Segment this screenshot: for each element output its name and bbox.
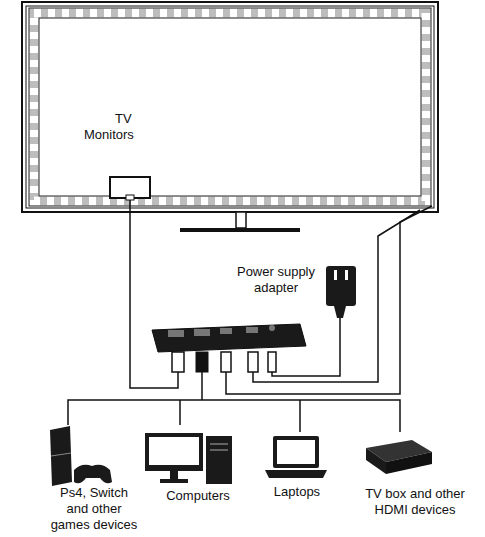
device-label: Computers [150,488,246,504]
console-seam [51,453,71,456]
laptop-lid [273,436,319,468]
power-plug [268,352,276,372]
hdmi-port [194,329,210,336]
label-text: TV box and other HDMI devices [352,486,478,518]
hdmi-plug [172,352,184,372]
usb-port [246,327,258,333]
label-text: Computers [150,488,246,504]
power-adapter [326,266,356,306]
led-cable [226,206,432,394]
laptop-base [265,470,327,478]
tv-bezel [26,6,434,208]
led-strip-edge [39,18,421,196]
gamepad [74,465,112,484]
monitor-neck [170,471,178,479]
label-text: Power supply adapter [228,264,324,296]
laptop-screen [277,440,315,464]
monitor [145,433,203,471]
label-text: Laptops [252,484,342,500]
sync-box [152,324,306,352]
power-port [269,325,275,331]
camera-cable [130,200,178,388]
tv-box-side [366,448,386,474]
pc-tower [206,436,232,484]
device-label: TV box and other HDMI devices [352,486,478,518]
adapter-pin [334,270,337,280]
game-console [50,426,72,486]
hdmi-drop [179,400,181,425]
tv-frame [22,2,438,212]
tv-base [180,228,300,232]
adapter-pin [345,270,348,280]
camera-lens [126,195,134,200]
hdmi-plug [196,352,208,372]
label-text: Ps4, Switch and other games devices [48,485,140,533]
device-label: Ps4, Switch and other games devices [48,485,140,533]
hdmi-drop [299,400,301,432]
monitor-screen [149,437,199,465]
led-strip [34,13,426,201]
label-text: TV [115,111,132,127]
led-strip-edge [29,8,431,206]
drive-slot [210,450,228,451]
monitor-base [160,479,188,483]
hdmi-bus [68,400,400,432]
usb-port [220,328,232,334]
led-cable [253,210,420,382]
hdmi-port [168,330,184,337]
led-strip-leds [34,13,426,201]
usb-plug [248,352,258,372]
tv-screen: TVMonitors [40,19,420,195]
tv-neck [236,212,246,228]
power-adapter-label: Power supply adapter [228,264,324,296]
adapter-neck [334,306,346,318]
hdmi-cable [201,372,203,400]
usb-plug [221,352,231,372]
device-label: Laptops [252,484,342,500]
tv-box-front [386,452,432,474]
drive-slot [210,444,228,445]
label-text: Monitors [84,127,134,143]
